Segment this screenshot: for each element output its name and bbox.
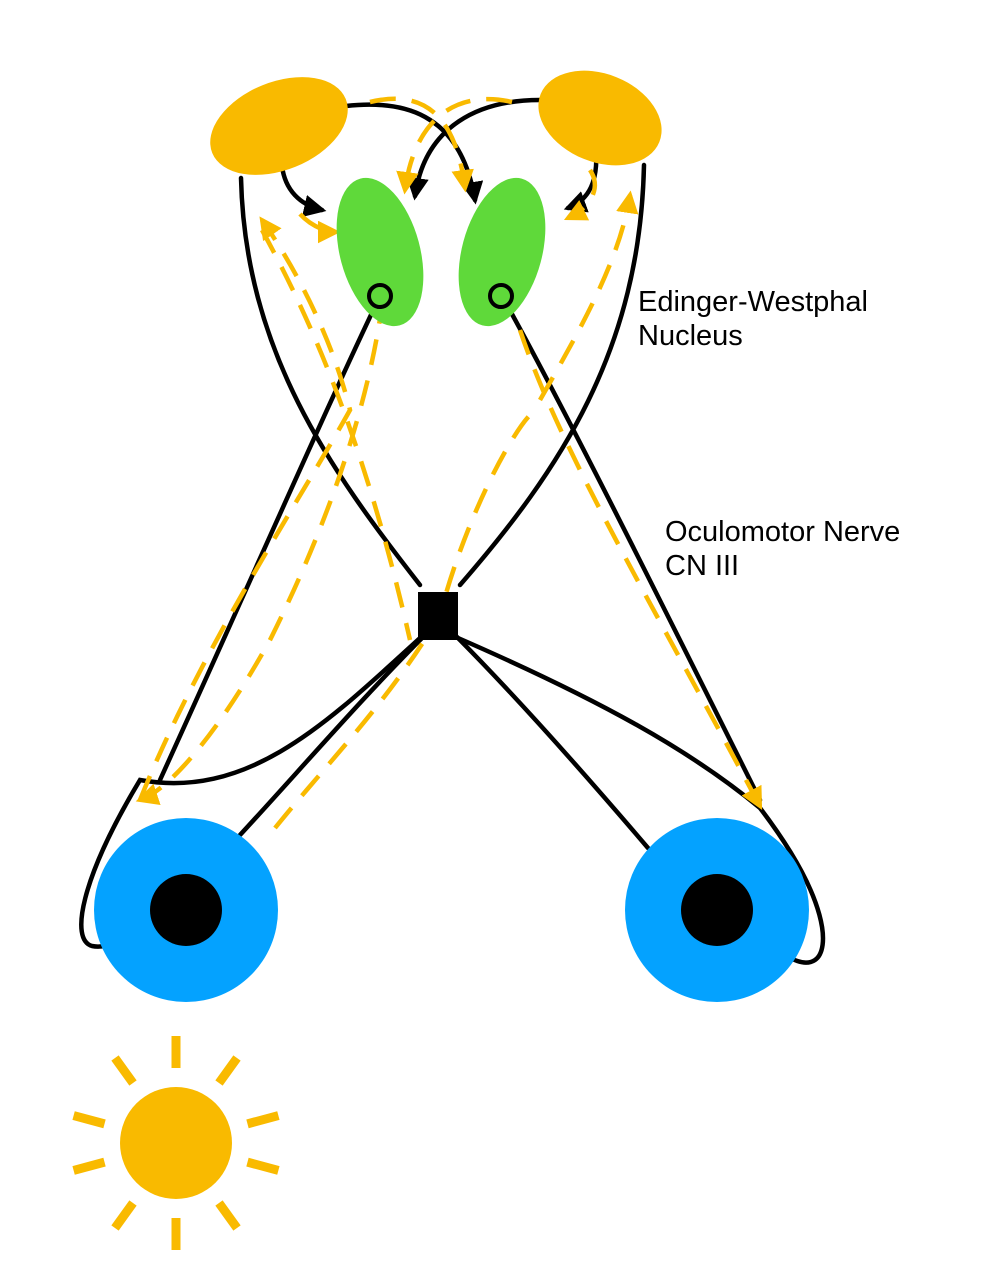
pretectal-nucleus-left — [210, 77, 348, 175]
nerve-left-pretectal-to-left-ew — [279, 163, 327, 217]
sun-icon — [72, 1036, 280, 1250]
light-path-left-outer — [260, 228, 413, 641]
pupil-left — [150, 874, 222, 946]
edinger-westphal-label-line2: Nucleus — [638, 320, 743, 352]
light-pathways — [135, 96, 763, 830]
edinger-westphal-label-line1: Edinger-Westphal — [638, 286, 868, 318]
oculomotor-nerve-label-line2: CN III — [665, 550, 740, 582]
edinger-westphal-label: Edinger-Westphal Nucleus — [638, 285, 868, 353]
light-path-right-ew — [517, 329, 763, 810]
light-path-top-cross-b — [396, 96, 513, 195]
nerve-right-pretectal-to-left-ew — [406, 97, 543, 201]
nerve-left-pretectal-to-right-eye — [238, 175, 826, 965]
nerve-chiasm-to-right-eye — [449, 629, 651, 851]
light-path-chiasm-to-left-eye — [273, 407, 542, 830]
light-path-to-right-ew — [563, 168, 597, 221]
square-node-icon — [418, 592, 458, 640]
nerve-right-ew-to-right-eye — [499, 293, 763, 803]
light-path-right-inner — [538, 190, 639, 402]
edinger-westphal-nucleus-left — [336, 177, 424, 327]
nerve-chiasm-to-left-eye — [237, 629, 431, 838]
oculomotor-nerve-label-line1: Oculomotor Nerve — [665, 516, 901, 548]
pretectal-nucleus-right — [538, 70, 662, 166]
light-path-left-eye-to-left-pretectal — [137, 216, 353, 801]
edinger-westphal-nucleus-right — [458, 177, 546, 327]
eye-right — [625, 818, 809, 1002]
eye-left — [94, 818, 278, 1002]
light-path-to-left-ew — [298, 212, 341, 244]
ew-right-origin-node — [488, 283, 514, 309]
light-path-top-cross-a — [369, 96, 474, 193]
pupil-right — [681, 874, 753, 946]
oculomotor-nerve-label: Oculomotor Nerve CN III — [665, 515, 900, 583]
light-path-left-ew — [135, 297, 386, 805]
ew-left-origin-node — [367, 283, 393, 309]
nerve-left-ew-to-left-eye — [157, 293, 383, 783]
